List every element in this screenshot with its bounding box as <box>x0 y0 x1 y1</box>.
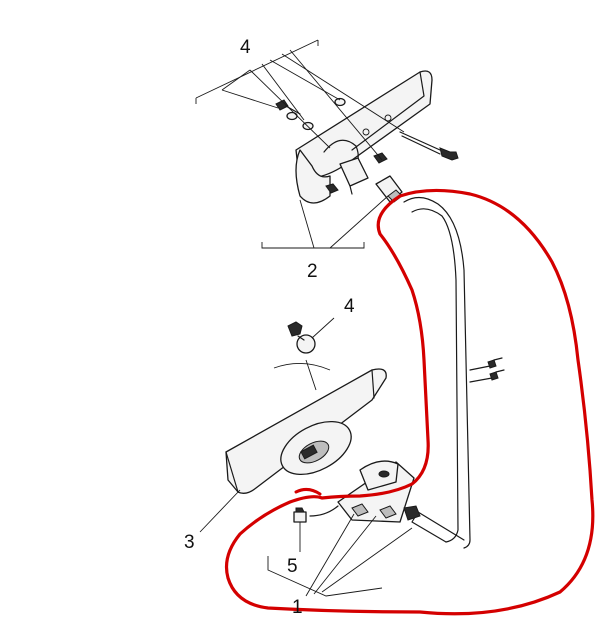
callout-label-4-mid: 4 <box>344 296 355 317</box>
top-bolts-group <box>275 97 459 194</box>
bulb-part <box>273 317 335 391</box>
switch-assembly <box>309 460 421 523</box>
callout-label-2: 2 <box>307 261 318 282</box>
callout-label-4-top: 4 <box>240 37 251 58</box>
switch-body-top <box>339 157 403 203</box>
mounting-bracket <box>295 70 433 204</box>
callout-label-1: 1 <box>292 597 303 618</box>
leader-lines-2 <box>261 195 389 249</box>
leader-lines-4-top <box>195 39 405 161</box>
callout-label-3: 3 <box>184 532 195 553</box>
callout-label-5: 5 <box>287 556 298 577</box>
lamp-housing <box>199 368 387 533</box>
freehand-annotation-outline <box>224 188 595 616</box>
freehand-annotation-tick <box>294 487 322 496</box>
connector-part <box>293 507 307 552</box>
cable-conduit <box>403 196 505 549</box>
leader-lines-1 <box>267 513 413 597</box>
